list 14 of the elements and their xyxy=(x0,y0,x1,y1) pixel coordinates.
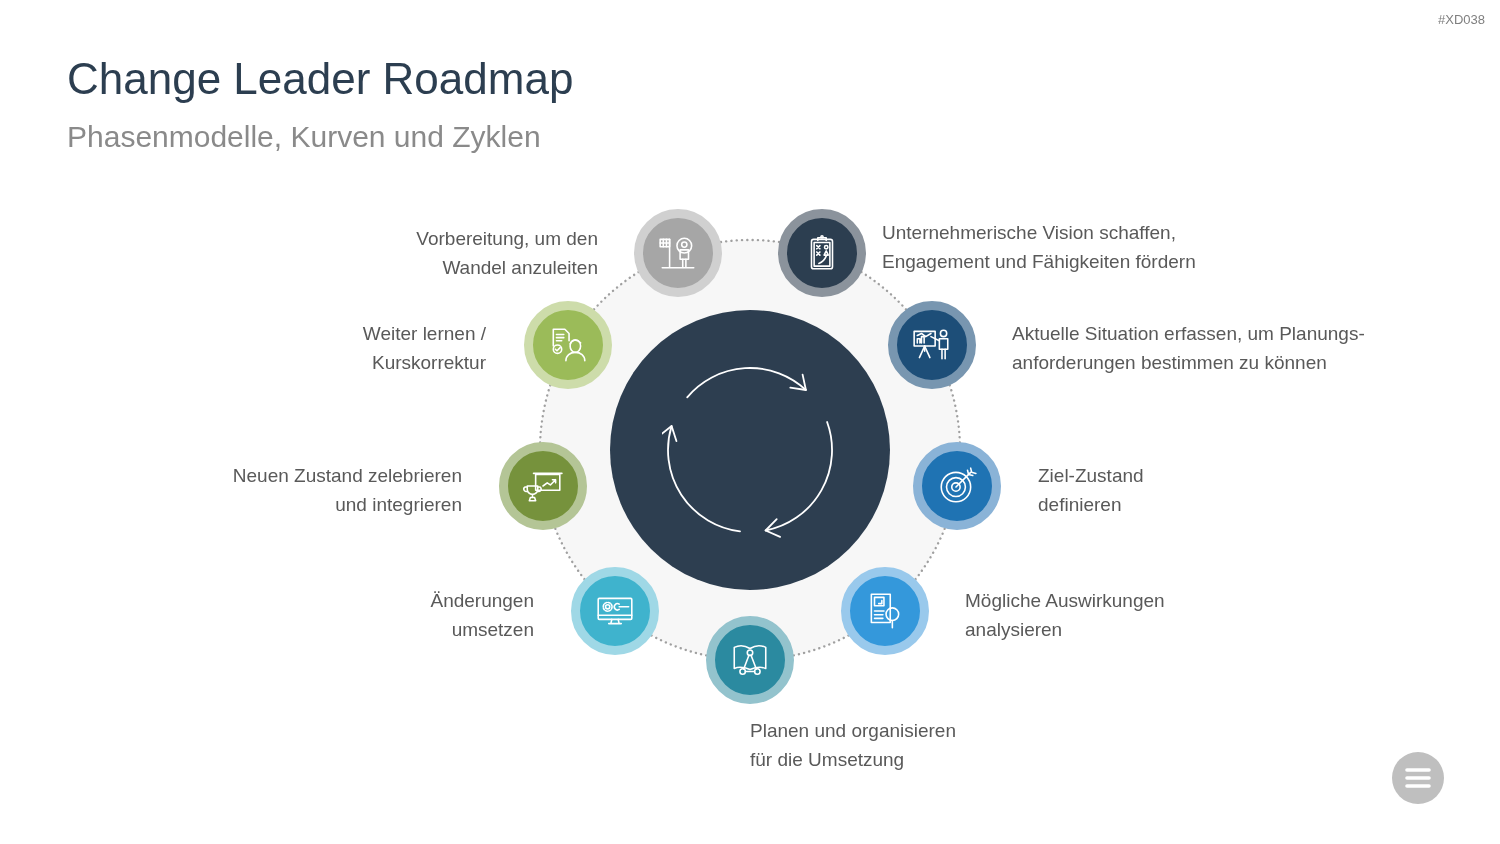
phase-label: Neuen Zustand zelebrieren und integrieren xyxy=(231,464,462,517)
dotted-connector xyxy=(592,270,640,311)
phase-label: Planen und organisieren für die Umsetzung xyxy=(750,719,957,772)
dotted-connector xyxy=(719,238,781,244)
phase-label: Unternehmerische Vision schaffen, Engagement und Fähigkeiten fördern xyxy=(882,221,1197,274)
phase-label: Weiter lernen / Kurskorrektur xyxy=(361,322,486,375)
phase-label: Ziel-Zustand definieren xyxy=(1038,464,1145,517)
phase-label: Aktuelle Situation erfassen, um Planungs- anforderungen bestimmen zu können xyxy=(1012,322,1366,375)
slide-code: #XD038 xyxy=(1438,12,1485,28)
title: Change Leader Roadmap xyxy=(67,54,574,104)
subtitle: Phasenmodelle, Kurven und Zyklen xyxy=(67,119,541,155)
phase-label: Vorbereitung, um den Wandel anzuleiten xyxy=(415,227,598,280)
phase-label: Änderungen umsetzen xyxy=(429,589,534,642)
phase-label: Mögliche Auswirkungen analysieren xyxy=(965,589,1166,642)
